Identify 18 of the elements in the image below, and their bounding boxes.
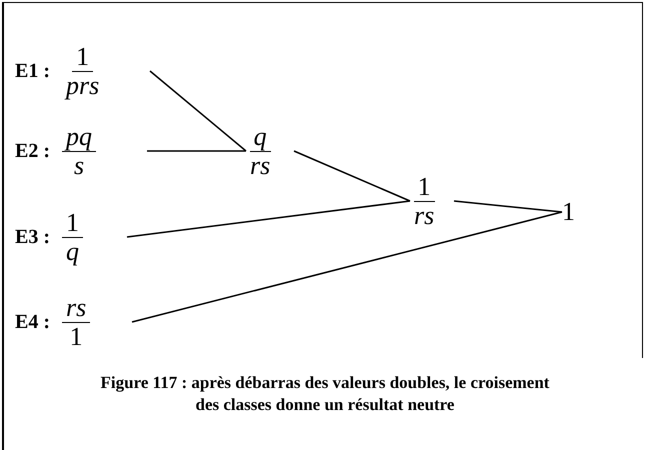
connector-line xyxy=(132,211,562,323)
connector-line xyxy=(126,200,410,238)
fraction: 1 rs xyxy=(412,172,436,230)
connector-line xyxy=(294,150,410,202)
connector-line xyxy=(454,200,562,213)
equation-label: E4 : xyxy=(15,310,50,335)
equation-label: E2 : xyxy=(15,139,50,164)
fraction: q rs xyxy=(248,122,272,180)
figure-caption: Figure 117 : après débarras des valeurs doubles, le croisement des classes donne un résultat neutre xyxy=(100,372,550,416)
fraction: 1 prs xyxy=(64,42,100,100)
fraction: 1 q xyxy=(62,208,83,266)
equation-label: E3 : xyxy=(15,225,50,250)
result-value: 1 xyxy=(562,198,575,226)
connector-line xyxy=(150,70,246,152)
fraction: pq s xyxy=(62,122,96,180)
equation-label: E1 : xyxy=(15,59,50,84)
connector-line xyxy=(147,150,246,152)
fraction: rs 1 xyxy=(62,294,90,350)
